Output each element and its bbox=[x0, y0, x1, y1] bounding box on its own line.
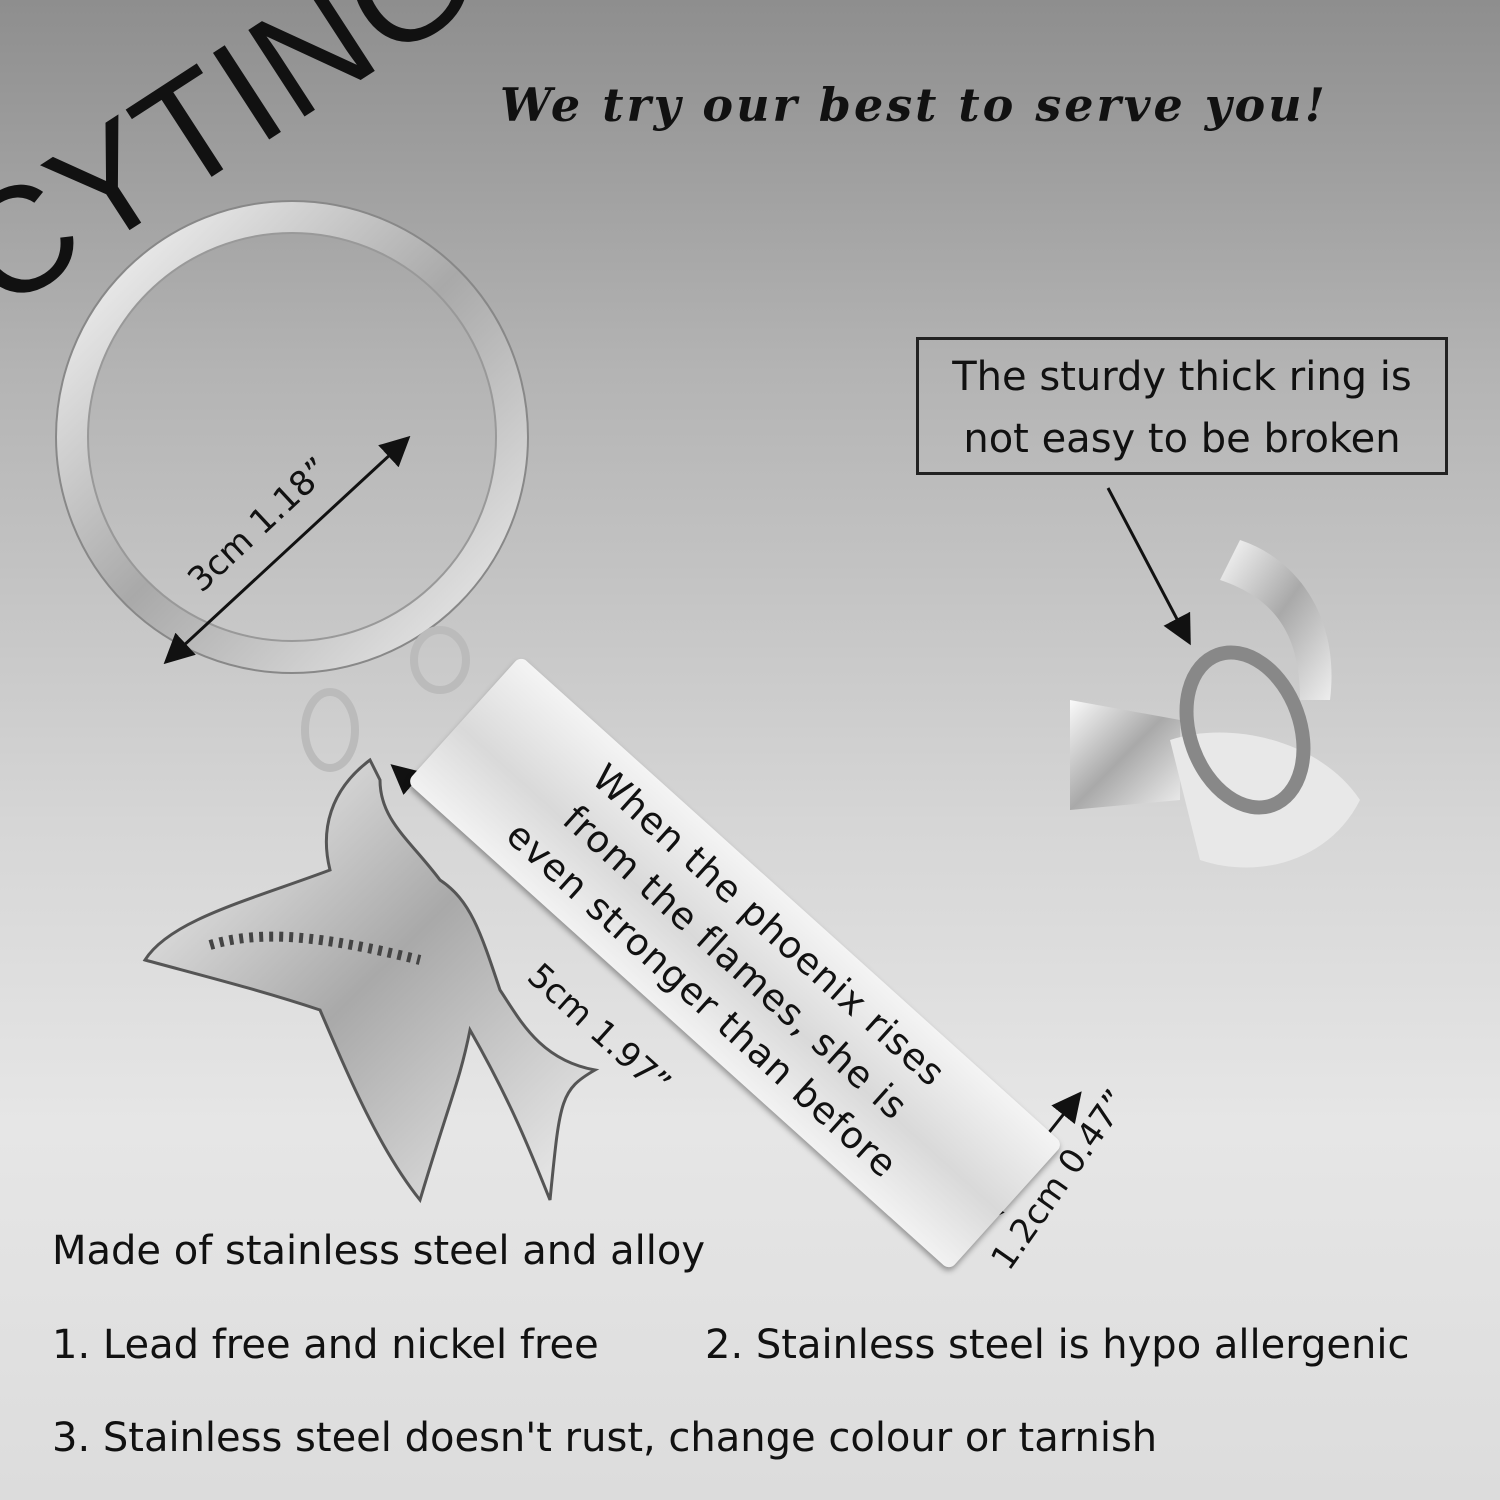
ring-dimension-arrow bbox=[163, 435, 411, 665]
feature-item: 1. Lead free and nickel free bbox=[52, 1322, 599, 1368]
feature-item: 3. Stainless steel doesn't rust, change … bbox=[52, 1415, 1158, 1461]
jump-ring bbox=[301, 688, 359, 772]
tagline: We try our best to serve you! bbox=[500, 78, 1328, 132]
callout-box: The sturdy thick ring is not easy to be … bbox=[916, 337, 1448, 475]
callout-line: not easy to be broken bbox=[963, 416, 1401, 462]
ring-detail-photo bbox=[1070, 540, 1360, 868]
callout-arrow bbox=[1106, 487, 1191, 646]
jump-ring bbox=[410, 626, 470, 694]
callout-line: The sturdy thick ring is bbox=[952, 354, 1412, 400]
features-heading: Made of stainless steel and alloy bbox=[52, 1228, 706, 1274]
feature-item: 2. Stainless steel is hypo allergenic bbox=[705, 1322, 1410, 1368]
key-ring bbox=[55, 200, 529, 674]
